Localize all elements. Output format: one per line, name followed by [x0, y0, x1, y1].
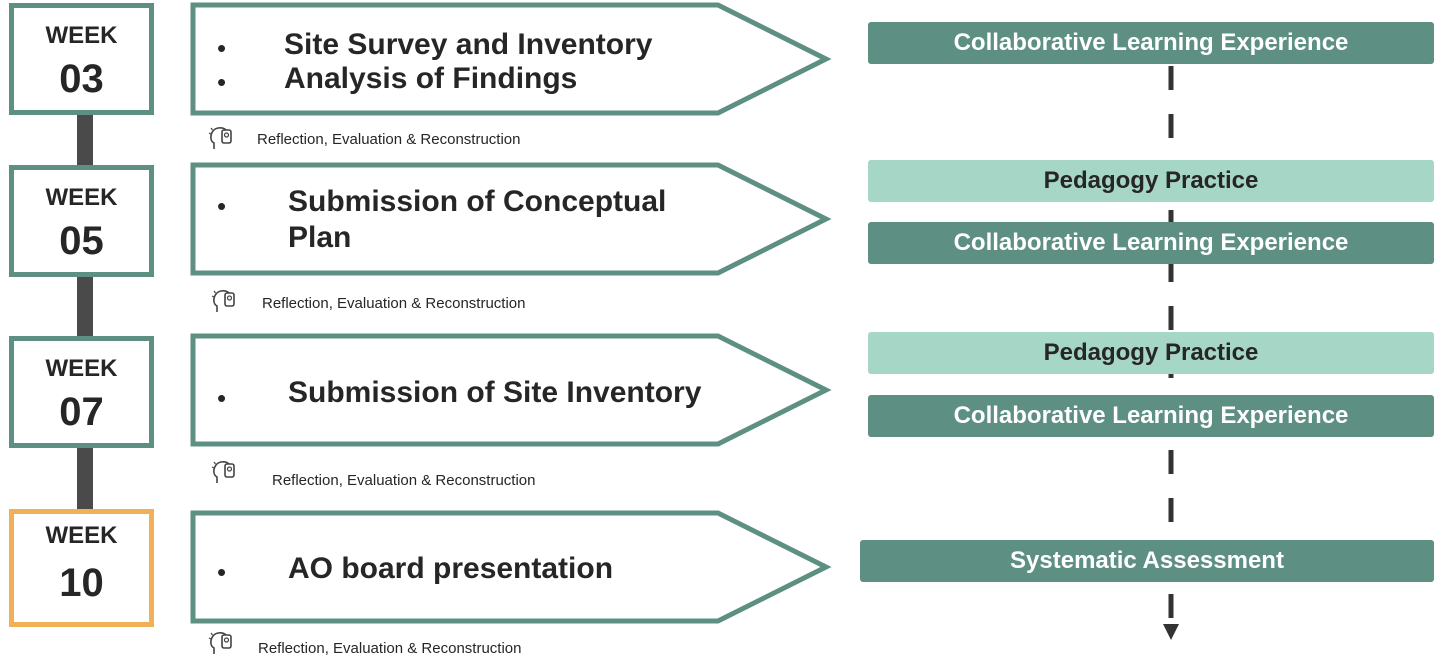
reflection-label: Reflection, Evaluation & Reconstruction: [262, 295, 526, 312]
activity-bar-collaborative: Collaborative Learning Experience: [868, 222, 1434, 264]
week-box-10: WEEK 10: [9, 509, 154, 627]
activity-bar-systematic-assessment: Systematic Assessment: [860, 540, 1434, 582]
task-item: Submission of Conceptual: [288, 185, 667, 218]
reflection-head-icon: [208, 632, 232, 654]
activity-bar-pedagogy: Pedagogy Practice: [868, 332, 1434, 374]
task-item: Site Survey and Inventory: [284, 28, 653, 61]
reflection-head-icon: [208, 127, 232, 149]
reflection-head-icon: [211, 461, 235, 483]
task-item: Plan: [288, 221, 352, 254]
dashed-timeline-arrow: [1163, 66, 1179, 640]
task-arrow-10: [190, 510, 832, 624]
reflection-head-icon: [211, 290, 235, 312]
reflection-label: Reflection, Evaluation & Reconstruction: [272, 472, 536, 489]
activity-bar-pedagogy: Pedagogy Practice: [868, 160, 1434, 202]
task-item: AO board presentation: [288, 552, 614, 585]
activity-bar-collaborative: Collaborative Learning Experience: [868, 22, 1434, 64]
task-arrow-05: [190, 162, 832, 276]
week-label: WEEK: [45, 355, 118, 382]
week-number: 10: [59, 561, 104, 605]
bullet: •: [217, 33, 227, 63]
week-label: WEEK: [45, 22, 118, 49]
bullet: •: [217, 67, 227, 97]
week-number: 03: [59, 57, 104, 101]
task-item: Submission of Site Inventory: [288, 376, 702, 409]
task-item: Analysis of Findings: [284, 62, 578, 95]
week-label: WEEK: [45, 522, 118, 549]
bullet: •: [217, 557, 227, 587]
reflection-label: Reflection, Evaluation & Reconstruction: [258, 640, 522, 657]
week-box-05: WEEK 05: [9, 165, 154, 277]
week-box-07: WEEK 07: [9, 336, 154, 448]
bullet: •: [217, 191, 227, 221]
task-arrow-07: [190, 333, 832, 447]
week-box-03: WEEK 03: [9, 3, 154, 115]
bullet: •: [217, 383, 227, 413]
week-number: 07: [59, 390, 104, 434]
reflection-label: Reflection, Evaluation & Reconstruction: [257, 131, 521, 148]
week-number: 05: [59, 219, 104, 263]
activity-bar-collaborative: Collaborative Learning Experience: [868, 395, 1434, 437]
week-label: WEEK: [45, 184, 118, 211]
task-arrow-03: [190, 2, 832, 116]
